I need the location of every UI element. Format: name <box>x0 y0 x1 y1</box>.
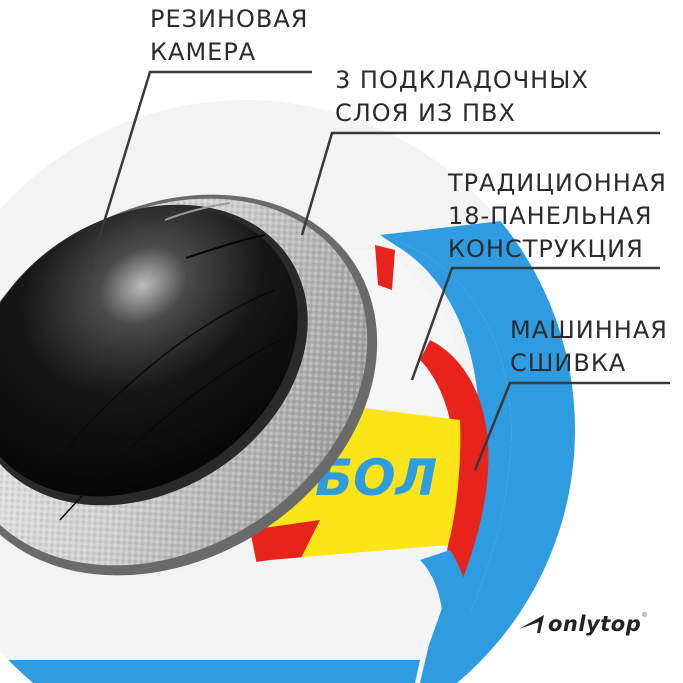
brand-name: onlytop <box>548 612 642 636</box>
callout-machine-stitching: МАШИННАЯ СШИВКА <box>510 314 668 380</box>
callout-line: РЕЗИНОВАЯ <box>150 5 309 33</box>
leader-lines <box>88 70 670 471</box>
callout-pvc-layers: 3 ПОДКЛАДОЧНЫХ СЛОЯ ИЗ ПВХ <box>335 64 589 130</box>
callout-line: СШИВКА <box>510 349 627 377</box>
callout-line: 3 ПОДКЛАДОЧНЫХ <box>335 66 589 94</box>
callout-line: КАМЕРА <box>150 38 257 66</box>
callout-line: ТРАДИЦИОННАЯ <box>448 169 667 197</box>
callout-panel-construction: ТРАДИЦИОННАЯ 18-ПАНЕЛЬНАЯ КОНСТРУКЦИЯ <box>448 167 667 266</box>
callout-line: СЛОЯ ИЗ ПВХ <box>335 99 516 127</box>
brand-arrow-icon <box>519 615 544 633</box>
callout-rubber-bladder: РЕЗИНОВАЯ КАМЕРА <box>150 3 308 69</box>
callout-line: 18-ПАНЕЛЬНАЯ <box>448 202 653 230</box>
brand-logo: onlytop ® <box>518 612 647 636</box>
callout-line: КОНСТРУКЦИЯ <box>448 235 644 263</box>
callout-line: МАШИННАЯ <box>510 316 668 344</box>
rubber-bladder <box>0 207 298 497</box>
registered-mark: ® <box>642 613 647 619</box>
